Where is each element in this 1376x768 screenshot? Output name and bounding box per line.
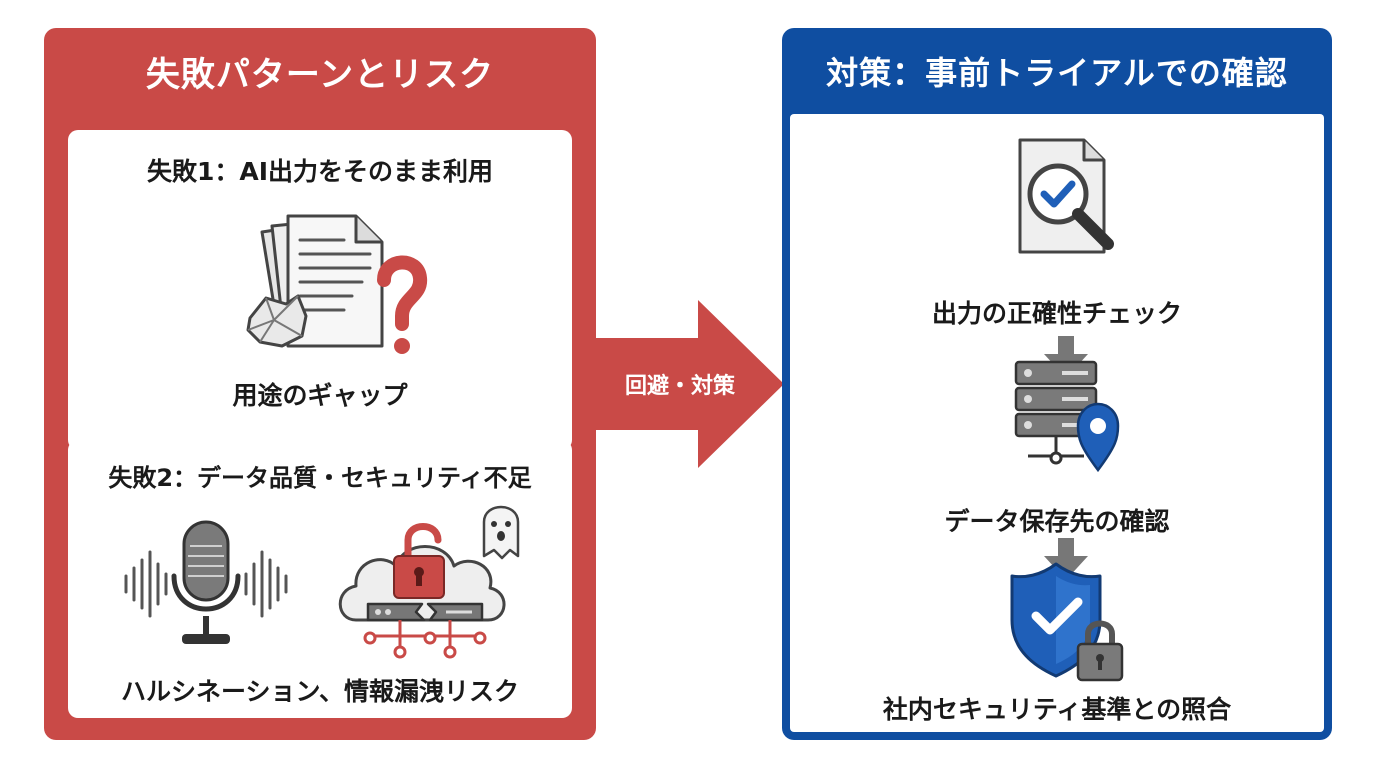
- failure-1-caption: 用途のギャップ: [232, 381, 408, 410]
- solution-steps: 出力の正確性チェック データ保存先の確認: [790, 114, 1324, 732]
- failure-2-caption: ハルシネーション、情報漏洩リスク: [120, 677, 519, 706]
- transition-arrow-label: 回避・対策: [624, 374, 735, 399]
- step-arrow-2-icon: [1044, 538, 1088, 580]
- server-location-pin-icon: [1014, 360, 1120, 473]
- failure-card-1: 失敗1：AI出力をそのまま利用 用途のギャップ: [68, 130, 572, 450]
- failure-2-title: 失敗2：データ品質・セキュリティ不足: [108, 464, 532, 492]
- step-3-label: 社内セキュリティ基準との照合: [882, 695, 1232, 724]
- shield-lock-check-icon: [1010, 562, 1124, 682]
- solution-panel: 対策：事前トライアルでの確認 出力の正確性チェック: [782, 28, 1332, 740]
- step-1-label: 出力の正確性チェック: [931, 299, 1182, 328]
- cloud-unlock-leak-icon: [338, 505, 520, 659]
- risk-panel-title: 失敗パターンとリスク: [145, 54, 495, 95]
- risk-panel: 失敗パターンとリスク 失敗1：AI出力をそのまま利用: [44, 28, 596, 740]
- failure-card-2: 失敗2：データ品質・セキュリティ不足: [68, 440, 572, 718]
- documents-question-icon: [246, 214, 428, 354]
- failure-1-title: 失敗1：AI出力をそのまま利用: [146, 157, 494, 186]
- step-2-label: データ保存先の確認: [944, 507, 1170, 536]
- transition-arrow: [592, 300, 784, 468]
- document-magnifier-check-icon: [1018, 138, 1114, 254]
- microphone-soundwave-icon: [124, 520, 288, 644]
- solution-panel-title: 対策：事前トライアルでの確認: [826, 54, 1288, 92]
